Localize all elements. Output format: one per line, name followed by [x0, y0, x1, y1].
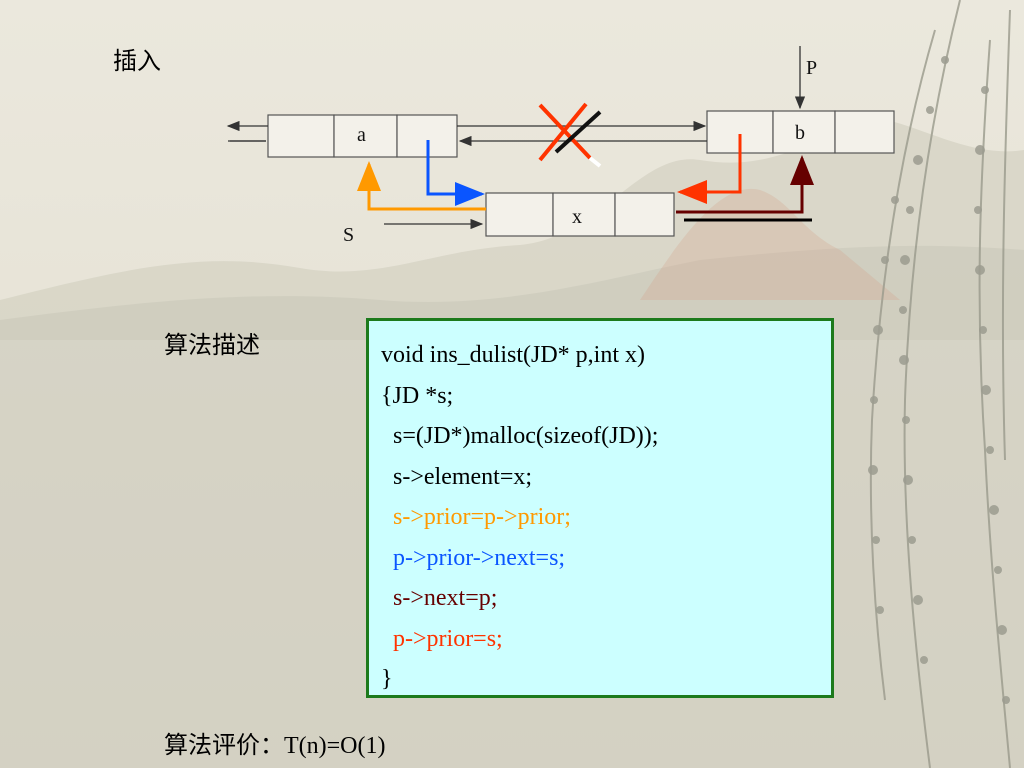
code-line: } [381, 666, 393, 692]
code-line: p->prior->next=s; [381, 544, 566, 571]
node-x-label: x [572, 206, 582, 228]
slide-title: 插入 [113, 49, 161, 75]
linked-list-diagram: a b x P S [226, 46, 895, 246]
pointer-s-label: S [343, 224, 354, 246]
code-line: {JD *s; [381, 382, 454, 409]
strike-line [554, 110, 602, 154]
complexity-label: 算法评价：T(n)=O(1) [164, 733, 386, 759]
node-b-label: b [795, 122, 805, 144]
code-line: s->prior=p->prior; [381, 504, 571, 530]
node-b: b [706, 110, 895, 154]
darkred-arrow-s-next [676, 155, 814, 214]
code-box: void ins_dulist(JD* p,int x) {JD *s; s=(J… [366, 318, 834, 698]
code-line: void ins_dulist(JD* p,int x) [381, 342, 646, 368]
cross-mark-line-2 [538, 102, 588, 162]
orange-arrow-s-prior [357, 161, 486, 211]
strike-line-white-tip [588, 156, 602, 168]
code-line: s=(JD*)malloc(sizeof(JD)); [381, 423, 659, 449]
node-x: x [485, 192, 675, 237]
red-arrow-p-prior [677, 134, 742, 204]
algorithm-label: 算法描述 [164, 333, 260, 359]
code-line: s->next=p; [381, 585, 498, 611]
node-a-label: a [357, 124, 366, 146]
code-line: p->prior=s; [381, 625, 503, 652]
blue-arrow-prior-next [426, 140, 485, 206]
pointer-p-label: P [806, 57, 817, 79]
code-line: s->element=x; [381, 463, 533, 490]
